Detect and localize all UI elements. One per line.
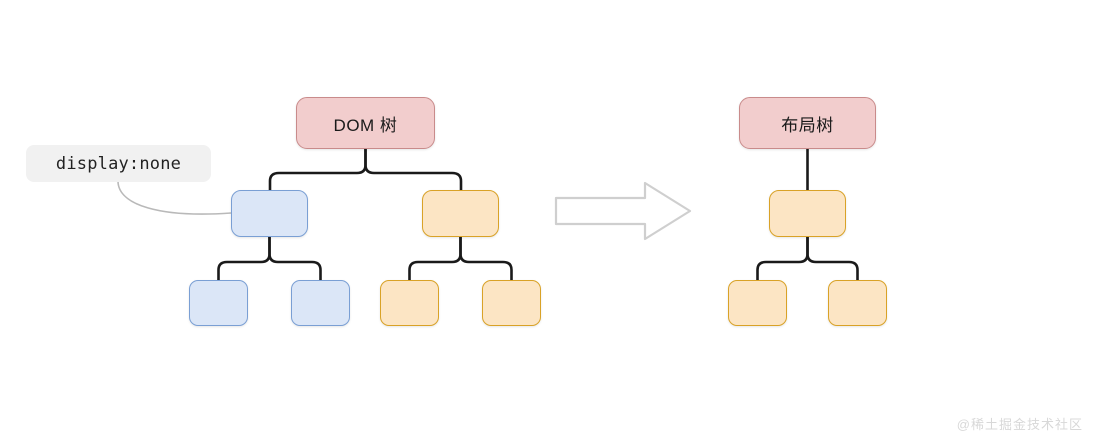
visible-leaf-2[interactable] [482, 280, 541, 326]
visible-leaf-1[interactable] [380, 280, 439, 326]
layout-branch-node[interactable] [769, 190, 846, 237]
left-tree-connectors [217, 147, 513, 282]
right-tree-connectors [756, 147, 859, 282]
visible-branch-node[interactable] [422, 190, 499, 237]
hidden-branch-node[interactable] [231, 190, 308, 237]
dom-tree-root-node[interactable]: DOM 树 [296, 97, 435, 149]
layout-tree-root-node[interactable]: 布局树 [739, 97, 876, 149]
annotation-connector [117, 180, 232, 215]
display-none-annotation: display:none [26, 145, 211, 182]
watermark: @稀土掘金技术社区 [956, 417, 1083, 432]
layout-leaf-2[interactable] [828, 280, 887, 326]
hidden-leaf-1[interactable] [189, 280, 248, 326]
right-arrow-icon [554, 181, 692, 241]
layout-leaf-1[interactable] [728, 280, 787, 326]
hidden-leaf-2[interactable] [291, 280, 350, 326]
